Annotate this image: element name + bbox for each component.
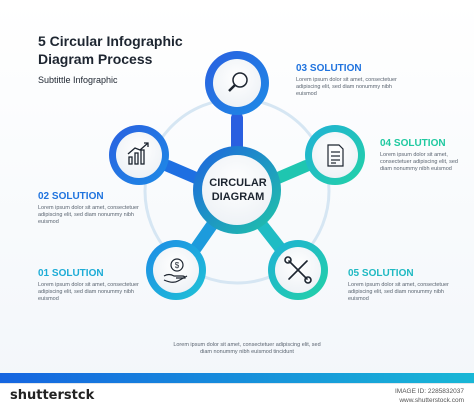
node-04 [305,125,365,185]
solution-03-title: 03 SOLUTION [296,63,362,74]
magnifier-icon [228,72,248,92]
footer-meta: IMAGE ID: 2285832037 www.shutterstock.co… [395,387,464,405]
solution-01: 01 SOLUTION Lorem ipsum dolor sit amet, … [38,268,148,303]
image-id: IMAGE ID: 2285832037 [394,388,464,395]
document-icon [327,144,344,167]
solution-01-title: 01 SOLUTION [38,268,104,279]
page-title: 5 Circular Infographic Diagram Process [38,33,183,67]
solution-02-text: Lorem ipsum dolor sit amet, consectetuer… [38,205,139,225]
solution-05-title: 05 SOLUTION [348,268,414,279]
footer-gradient-bar [0,373,474,383]
footnote-text: Lorem ipsum dolor sit amet, consectetuer… [173,342,321,355]
solution-03-text: Lorem ipsum dolor sit amet, consectetuer… [296,77,397,97]
node-02 [109,125,169,185]
node-03 [205,51,269,115]
tools-icon [284,256,312,284]
site-url: www.shutterstock.com [399,397,464,404]
node-05 [268,240,328,300]
node-01: $ [146,240,206,300]
page-subtitle: Subtittle Infographic [38,75,118,85]
center-label: CIRCULAR DIAGRAM [209,177,267,203]
solution-05-text: Lorem ipsum dolor sit amet, consectetuer… [348,282,449,302]
solution-04-title: 04 SOLUTION [380,138,446,149]
footer: shutterstck IMAGE ID: 2285832037 www.shu… [0,383,474,411]
solution-05: 05 SOLUTION Lorem ipsum dolor sit amet, … [348,268,458,303]
center-disc [202,155,272,225]
shutterstock-logo: shutterstck [10,388,95,403]
solution-04-text: Lorem ipsum dolor sit amet, consectetuer… [380,152,458,172]
solution-01-text: Lorem ipsum dolor sit amet, consectetuer… [38,282,139,302]
solution-04: 04 SOLUTION Lorem ipsum dolor sit amet, … [380,138,470,173]
solution-03: 03 SOLUTION Lorem ipsum dolor sit amet, … [296,63,406,98]
solution-02-title: 02 SOLUTION [38,191,104,202]
svg-text:$: $ [175,261,180,270]
growth-chart-icon [127,142,149,165]
solution-02: 02 SOLUTION Lorem ipsum dolor sit amet, … [38,191,148,226]
connectors [162,112,312,254]
money-hand-icon: $ [163,258,188,283]
